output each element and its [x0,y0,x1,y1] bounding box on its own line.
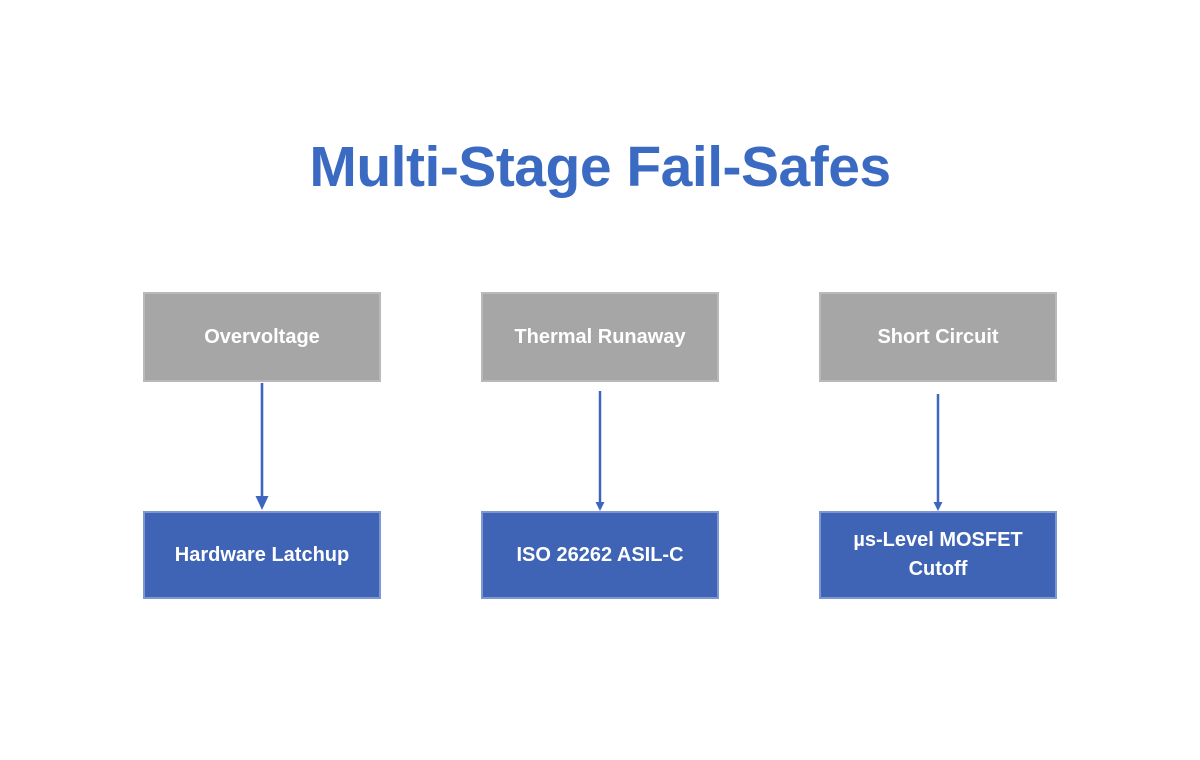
mitigation-label: µs-Level MOSFET Cutoff [853,529,1023,580]
failure-box-overvoltage: Overvoltage [143,292,381,382]
failure-label: Thermal Runaway [514,325,686,348]
failure-box-thermal-runaway: Thermal Runaway [481,292,719,382]
mitigation-box-hardware-latchup: Hardware Latchup [143,511,381,599]
mitigation-label: ISO 26262 ASIL-C [516,543,684,566]
failure-label: Overvoltage [204,325,320,348]
diagram-title: Multi-Stage Fail-Safes [309,135,891,199]
arrow-down-connector [595,391,605,511]
failure-box-short-circuit: Short Circuit [819,292,1057,382]
arrow-down-connector [255,383,269,510]
arrow-down-connector [933,394,943,511]
mitigation-label: Hardware Latchup [174,543,350,566]
failure-label: Short Circuit [877,325,999,348]
mitigation-box-iso-26262: ISO 26262 ASIL-C [481,511,719,599]
mitigation-box-mosfet-cutoff: µs-Level MOSFET Cutoff [819,511,1057,599]
